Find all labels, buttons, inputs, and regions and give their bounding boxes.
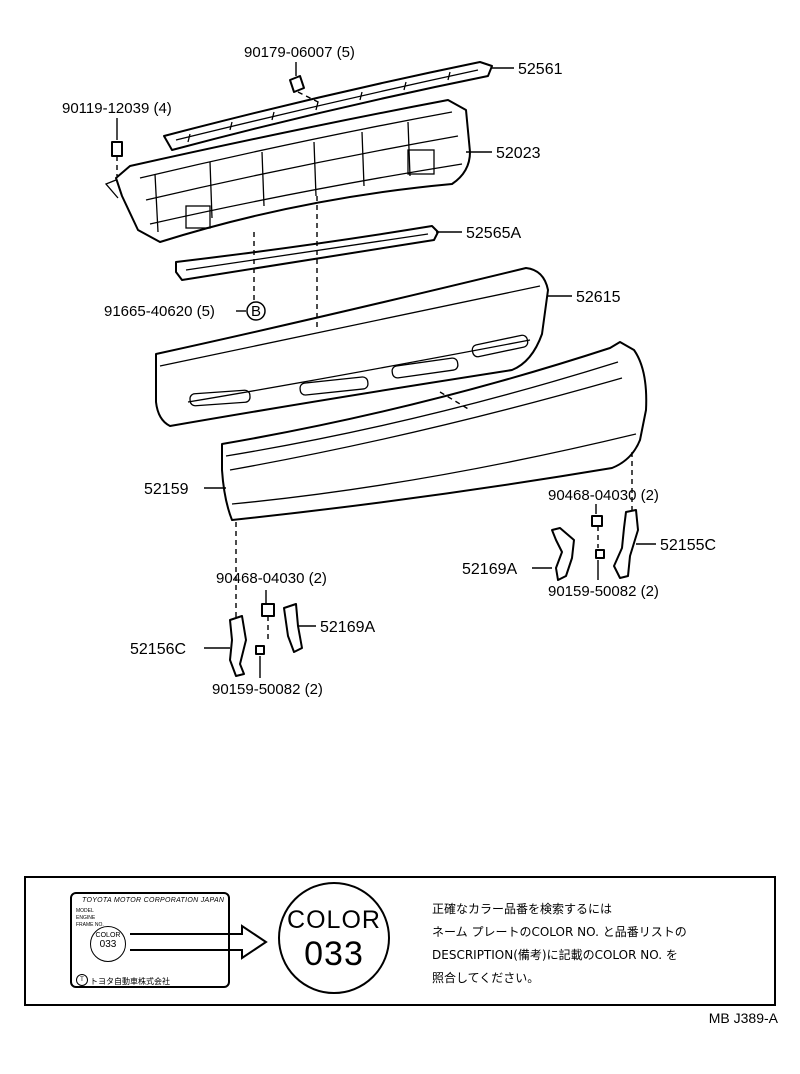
color-word: COLOR (287, 906, 381, 934)
part-52561-strip (163, 61, 493, 151)
label-90119-12039: 90119-12039 (4) (62, 100, 172, 117)
name-plate: TOYOTA MOTOR CORPORATION JAPAN MODEL ENG… (70, 892, 230, 988)
part-90468-left-nut (261, 603, 275, 617)
plate-fields: MODEL ENGINE FRAME NO. (76, 908, 104, 929)
part-52155C-bracket (613, 509, 639, 579)
label-90179-06007: 90179-06007 (5) (244, 44, 355, 61)
plate-field: MODEL (76, 908, 94, 914)
color-code-circle: COLOR 033 (278, 882, 390, 994)
note-line: DESCRIPTION(備考)に記載のCOLOR NO. を (432, 948, 678, 962)
label-90468-04030-right: 90468-04030 (2) (548, 487, 659, 504)
leader-lines (116, 62, 656, 678)
toyota-mark-icon: T (76, 974, 88, 986)
label-52169A-right: 52169A (462, 561, 517, 578)
plate-maker-text: TOYOTA MOTOR CORPORATION JAPAN (82, 897, 225, 904)
drawing-code: MB J389-A (708, 1010, 778, 1026)
label-52155C: 52155C (660, 537, 716, 554)
note-line: 照合してください。 (432, 971, 540, 985)
label-52159: 52159 (144, 481, 189, 498)
label-90468-04030-left: 90468-04030 (2) (216, 570, 327, 587)
reference-marker-b: B (246, 301, 266, 321)
alignment-lines (116, 91, 633, 640)
plate-field: ENGINE (76, 915, 96, 921)
part-52169A-left-bracket (283, 603, 303, 653)
part-52156C-bracket (229, 615, 247, 677)
note-line: 正確なカラー品番を検索するには (432, 902, 613, 916)
plate-color-code: 033 (99, 939, 117, 950)
part-90468-right-nut (591, 515, 603, 527)
plate-maker-jp: トヨタ自動車株式会社 (90, 977, 170, 986)
label-52561: 52561 (518, 61, 563, 78)
plate-color-word: COLOR (95, 932, 121, 939)
label-52169A-left: 52169A (320, 619, 375, 636)
part-90179-clip (289, 75, 305, 93)
part-52159-bumper-cover (221, 341, 648, 521)
color-note-text: 正確なカラー品番を検索するには ネーム プレートのCOLOR NO. と品番リス… (432, 898, 772, 990)
plate-field: FRAME NO. (76, 922, 104, 928)
plate-to-color-arrow (130, 924, 268, 960)
part-52169A-right-bracket (551, 527, 575, 581)
part-52615-absorber (155, 267, 549, 427)
label-52565A: 52565A (466, 225, 521, 242)
label-90159-50082-left: 90159-50082 (2) (212, 681, 323, 698)
color-code: 033 (304, 935, 364, 973)
label-91665-40620: 91665-40620 (5) (104, 303, 215, 320)
label-90159-50082-right: 90159-50082 (2) (548, 583, 659, 600)
label-52156C: 52156C (130, 641, 186, 658)
color-note-box (24, 876, 776, 1006)
plate-color-circle: COLOR 033 (90, 926, 126, 962)
part-90159-right-screw (595, 549, 605, 559)
label-52023: 52023 (496, 145, 541, 162)
part-90119-bolt (111, 141, 123, 157)
part-52565A-strip (175, 225, 439, 281)
part-90159-left-screw (255, 645, 265, 655)
label-52615: 52615 (576, 289, 621, 306)
note-line: ネーム プレートのCOLOR NO. と品番リストの (432, 925, 687, 939)
part-labels: 90179-06007 (5) 52561 90119-12039 (4) 52… (62, 44, 716, 698)
marker-b-letter: B (251, 303, 261, 320)
part-52023-reinforcement (104, 99, 471, 243)
